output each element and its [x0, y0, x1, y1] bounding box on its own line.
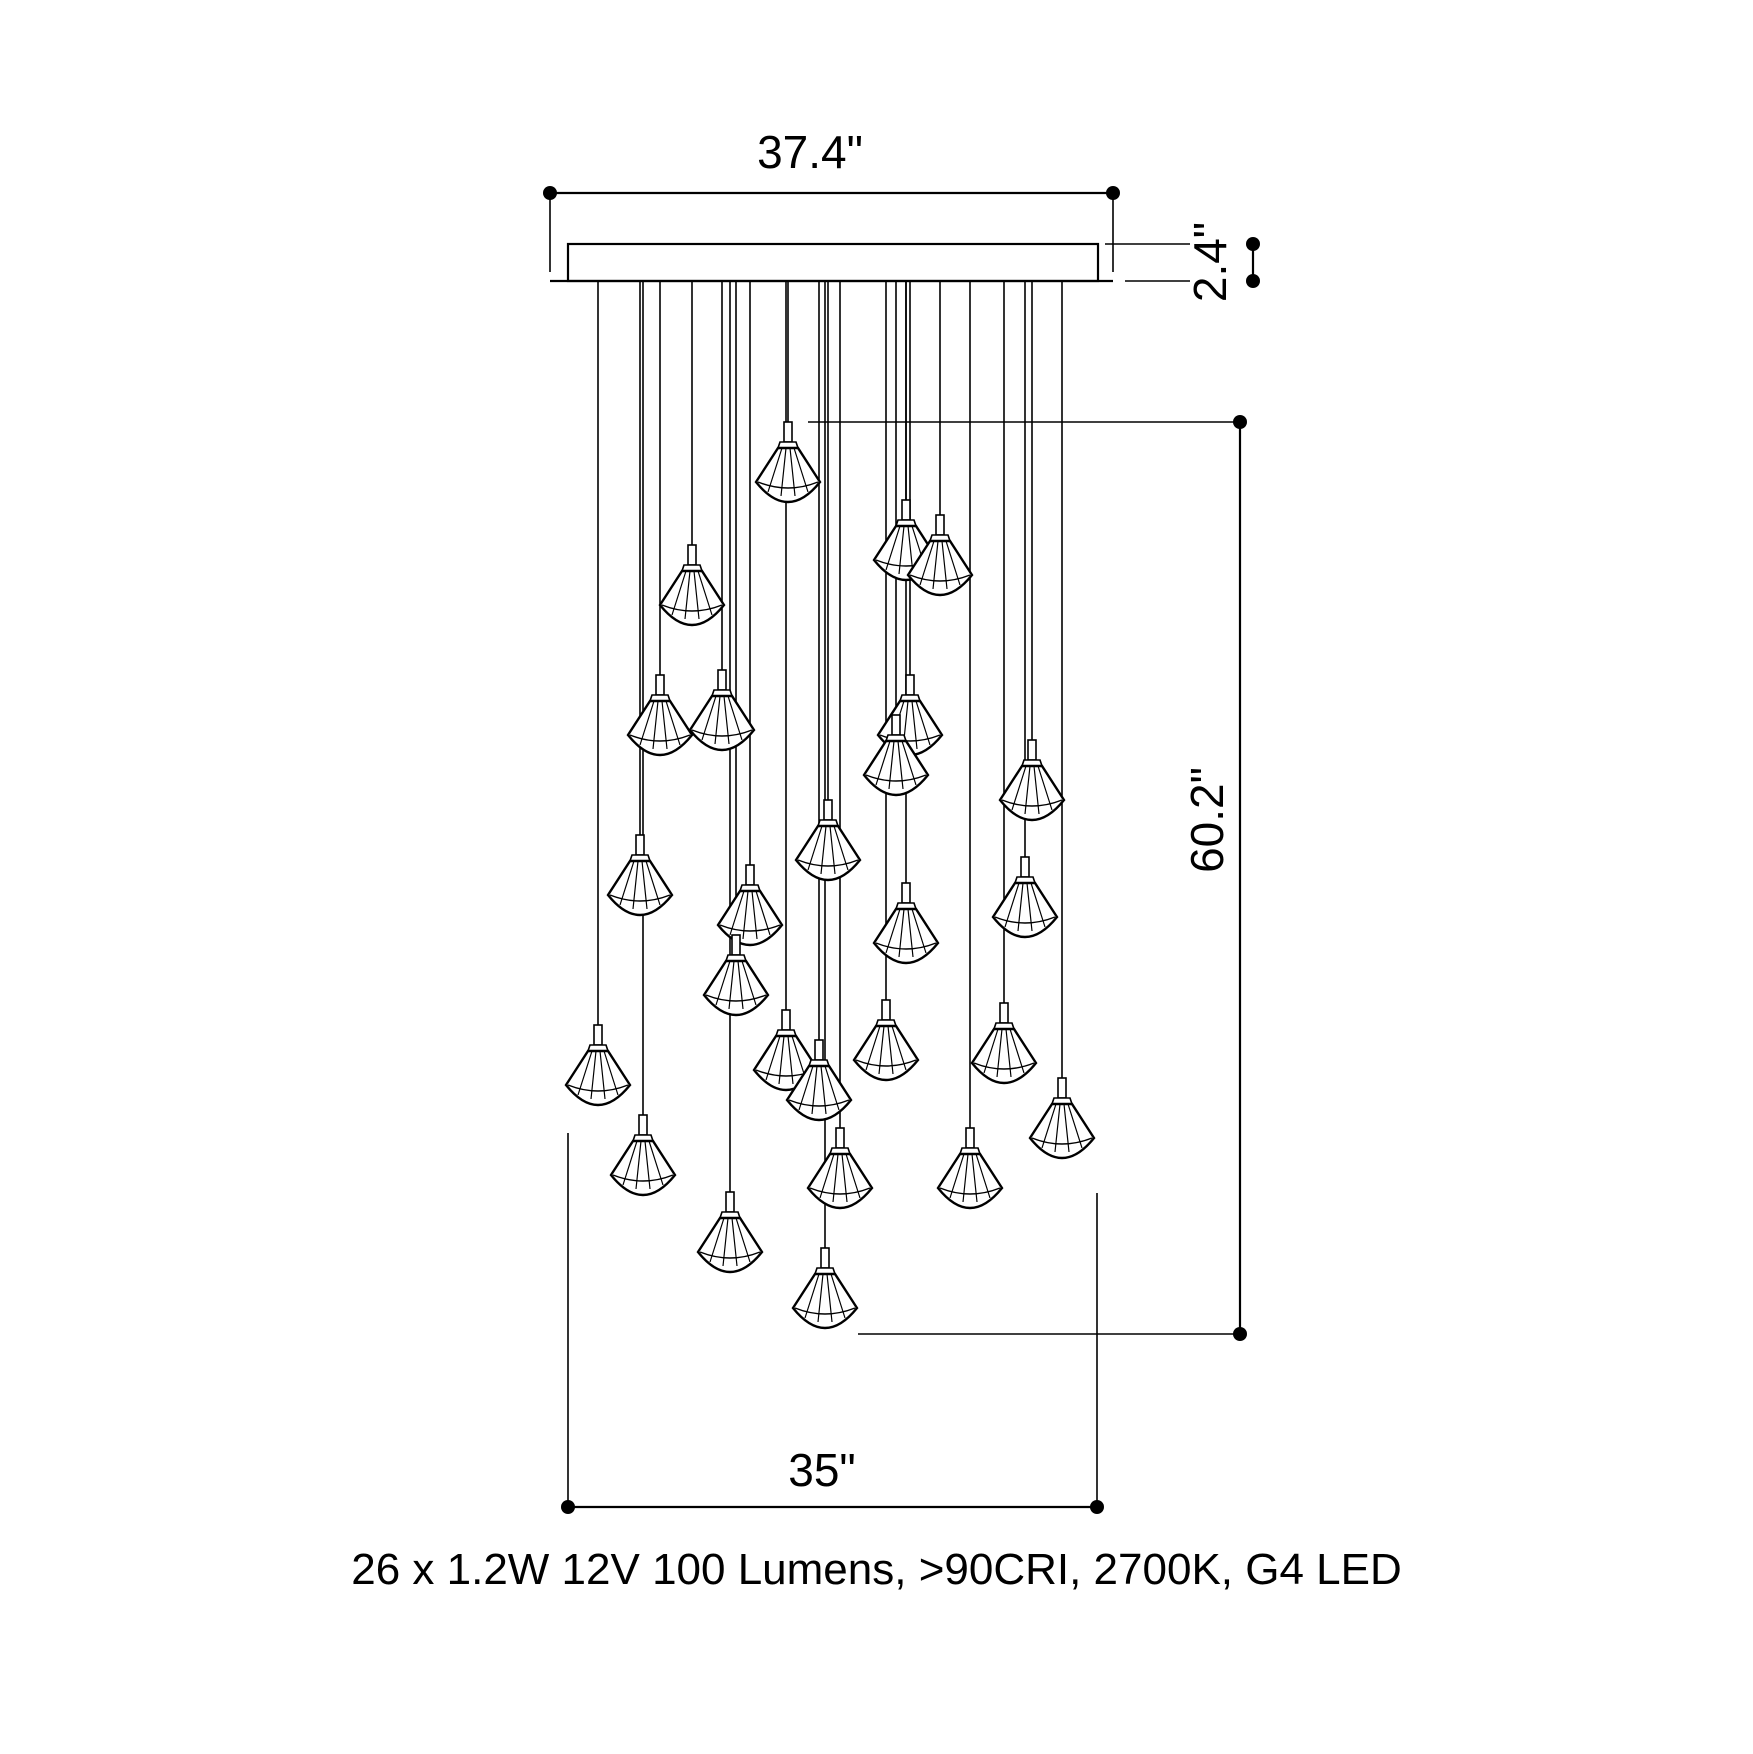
spread-width-label: 35"	[788, 1444, 856, 1496]
pendant-shade	[872, 881, 940, 965]
pendant-shade	[696, 1190, 764, 1274]
drop-height-label: 60.2"	[1181, 767, 1233, 873]
pendant-shade	[658, 543, 726, 627]
pendant-shade	[609, 1113, 677, 1197]
canopy-width-label: 37.4"	[757, 126, 863, 178]
pendant-shade	[626, 673, 694, 757]
pendant-shade	[991, 855, 1059, 939]
pendant-shade	[564, 1023, 632, 1107]
pendant-shade	[998, 738, 1066, 822]
spread-width-dimension: 35"	[561, 1133, 1104, 1514]
pendant-shade	[794, 798, 862, 882]
pendant-shade	[970, 1001, 1038, 1085]
pendant-shade	[936, 1126, 1004, 1210]
pendant-shade	[852, 998, 920, 1082]
pendant-shade	[1028, 1076, 1096, 1160]
canopy-height-label: 2.4"	[1184, 222, 1236, 302]
pendant-shade	[806, 1126, 874, 1210]
pendant-shade	[754, 420, 822, 504]
pendant-shade	[606, 833, 674, 917]
canopy	[550, 242, 1113, 283]
pendant-shade	[702, 933, 770, 1017]
pendant-lights	[564, 281, 1096, 1330]
pendant-shade	[688, 668, 756, 752]
canopy-width-dimension: 37.4"	[543, 126, 1120, 272]
canopy-height-dimension: 2.4"	[1105, 222, 1260, 302]
pendant-shade	[791, 1246, 859, 1330]
pendant-shade	[716, 863, 784, 947]
spec-text: 26 x 1.2W 12V 100 Lumens, >90CRI, 2700K,…	[351, 1545, 1402, 1594]
drop-height-dimension: 60.2"	[808, 415, 1247, 1341]
